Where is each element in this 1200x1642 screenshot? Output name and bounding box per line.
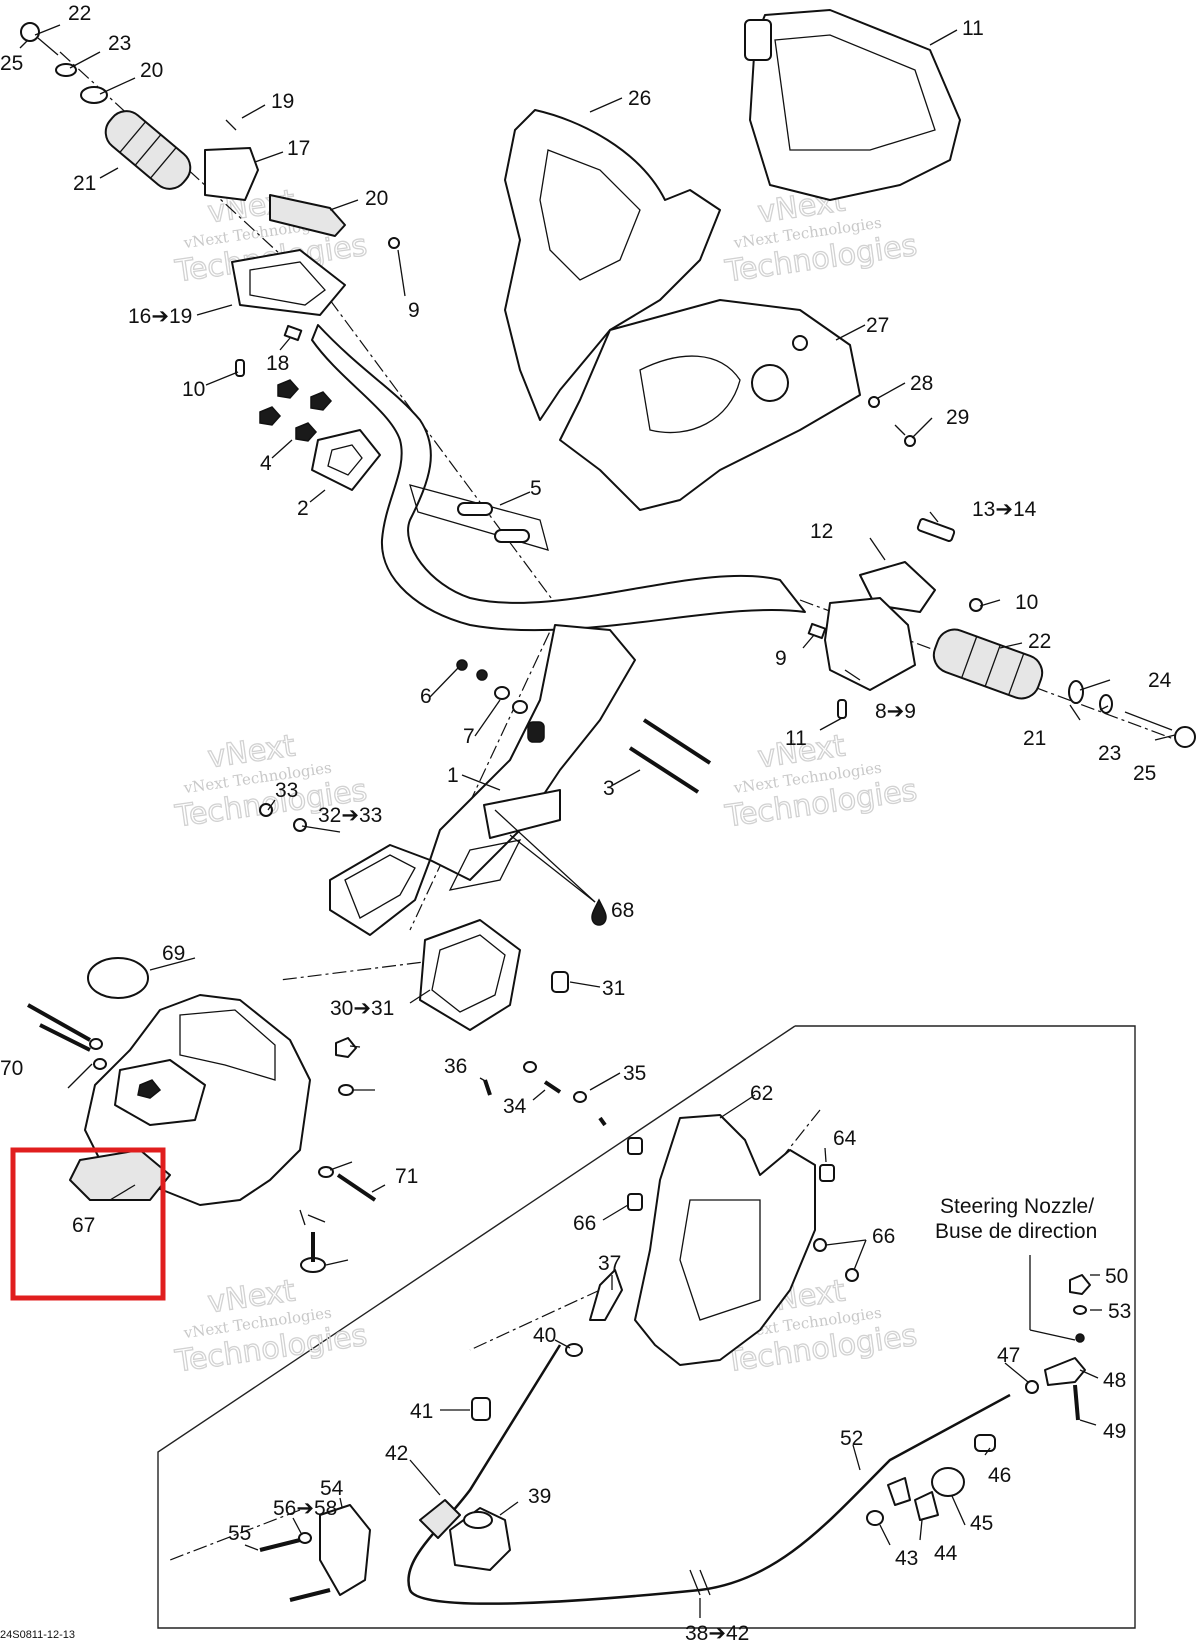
callout-51: 52	[840, 1427, 863, 1450]
steering-support-56	[634, 1114, 816, 1366]
callout-47: 47	[997, 1344, 1020, 1367]
drawing-code: 24S0811-12-13	[0, 1629, 75, 1641]
callout-34: 34	[503, 1095, 527, 1118]
leader-lines	[19, 24, 1176, 1618]
callout-24: 22	[68, 2, 91, 25]
steering-inset-frame	[157, 1025, 1136, 1629]
callout-43: 43	[895, 1547, 918, 1570]
callout-31: 31	[602, 977, 625, 1000]
callout-22: 21	[73, 172, 96, 195]
callout-17: 17	[287, 137, 310, 160]
loctite-drop-icon	[591, 898, 607, 926]
callout-66: 71	[395, 1165, 418, 1188]
callout-48: 48	[1103, 1369, 1126, 1392]
callout-5: 5	[530, 477, 542, 500]
callout-10: 9	[408, 299, 420, 322]
callout-58: 66	[872, 1225, 895, 1248]
callout-50: 50	[1105, 1265, 1128, 1288]
callout-45: 45	[970, 1512, 993, 1535]
callout-22: 22	[1028, 630, 1051, 653]
callout-13-14: 12	[810, 520, 833, 543]
callout-32-33: 32➔33	[318, 804, 382, 827]
callout-25: 25	[0, 52, 23, 75]
callout-30-31: 30➔31	[330, 997, 394, 1020]
callout-6: 6	[420, 685, 432, 708]
callout-35: 35	[623, 1062, 646, 1085]
callout-33: 33	[275, 779, 298, 802]
highlight-box-59	[10, 1147, 166, 1301]
callout-40: 40	[533, 1324, 556, 1347]
steering-cover-27	[559, 299, 861, 511]
callout-7: 7	[463, 725, 475, 748]
callout-42: 42	[385, 1442, 408, 1465]
callout-37: 37	[598, 1252, 621, 1275]
callout-12: 11	[962, 17, 984, 40]
callout-36: 36	[444, 1055, 467, 1078]
callout-23: 23	[108, 32, 131, 55]
grip-left	[104, 110, 192, 190]
callout-59: 67	[72, 1214, 95, 1237]
steering-nozzle-label-fr: Buse de direction	[935, 1220, 1097, 1243]
plug-64	[87, 957, 149, 999]
callout-46: 46	[988, 1464, 1011, 1487]
steering-column	[429, 624, 636, 881]
callout-52: 53	[1108, 1300, 1131, 1323]
handlebar	[311, 324, 806, 632]
switch-cover	[204, 147, 259, 201]
callout-labels: 22 25 23 20 21 19 17 20 9 16➔19 18 10 4 …	[0, 2, 1172, 1642]
callout-44: 44	[934, 1542, 958, 1565]
callout-25: 25	[1133, 762, 1156, 785]
callout-39: 39	[528, 1485, 551, 1508]
callout-53: 54	[320, 1477, 344, 1500]
callout-18: 18	[266, 352, 289, 375]
callout-21: 21	[1023, 727, 1046, 750]
throttle-lever	[269, 194, 346, 237]
callout-11: 11	[785, 727, 807, 750]
callout-57: 66	[573, 1212, 596, 1235]
callout-23: 24	[1148, 669, 1172, 692]
left-switch-housing	[231, 249, 346, 316]
handlebar-clamp	[311, 429, 381, 491]
callout-11: 10	[182, 378, 205, 401]
callout-27: 27	[866, 314, 889, 337]
info-center-12	[749, 9, 961, 201]
callout-9: 9	[775, 647, 787, 670]
callout-41: 41	[410, 1400, 433, 1423]
callout-10: 10	[1015, 591, 1038, 614]
bracket-32	[329, 844, 431, 936]
callout-4: 4	[260, 452, 272, 475]
callout-26: 26	[628, 87, 651, 110]
callout-38-42: 38➔42	[685, 1622, 749, 1642]
callout-24: 23	[1098, 742, 1121, 765]
right-switch-housing	[824, 597, 916, 691]
callout-62: 68	[611, 899, 634, 922]
grip-right	[932, 628, 1044, 700]
callout-3: 3	[603, 777, 615, 800]
callout-21: 20	[140, 59, 163, 82]
callout-14: 13➔14	[972, 498, 1037, 521]
callout-55: 56➔58	[273, 1497, 337, 1520]
callout-49: 49	[1103, 1420, 1126, 1443]
callout-20: 20	[365, 187, 388, 210]
callout-19: 19	[271, 90, 294, 113]
callout-29: 29	[946, 406, 969, 429]
callout-54: 55	[228, 1522, 251, 1545]
parts-artwork	[20, 9, 1196, 1605]
callout-64: 69	[162, 942, 185, 965]
callout-28: 28	[910, 372, 933, 395]
callout-2: 2	[297, 497, 309, 520]
callout-8-9: 8➔9	[875, 700, 916, 723]
callout-56-58: 62	[750, 1082, 773, 1105]
grip-end-cap-right	[1174, 726, 1196, 748]
callout-16-19: 16➔19	[128, 305, 192, 328]
steering-cover-26	[504, 109, 721, 421]
steering-nozzle-label: Steering Nozzle/	[940, 1195, 1094, 1218]
callout-1: 1	[447, 764, 459, 787]
grip-end-cap-left	[20, 22, 40, 42]
callout-57: 64	[833, 1127, 857, 1150]
callout-66: 70	[0, 1057, 23, 1080]
